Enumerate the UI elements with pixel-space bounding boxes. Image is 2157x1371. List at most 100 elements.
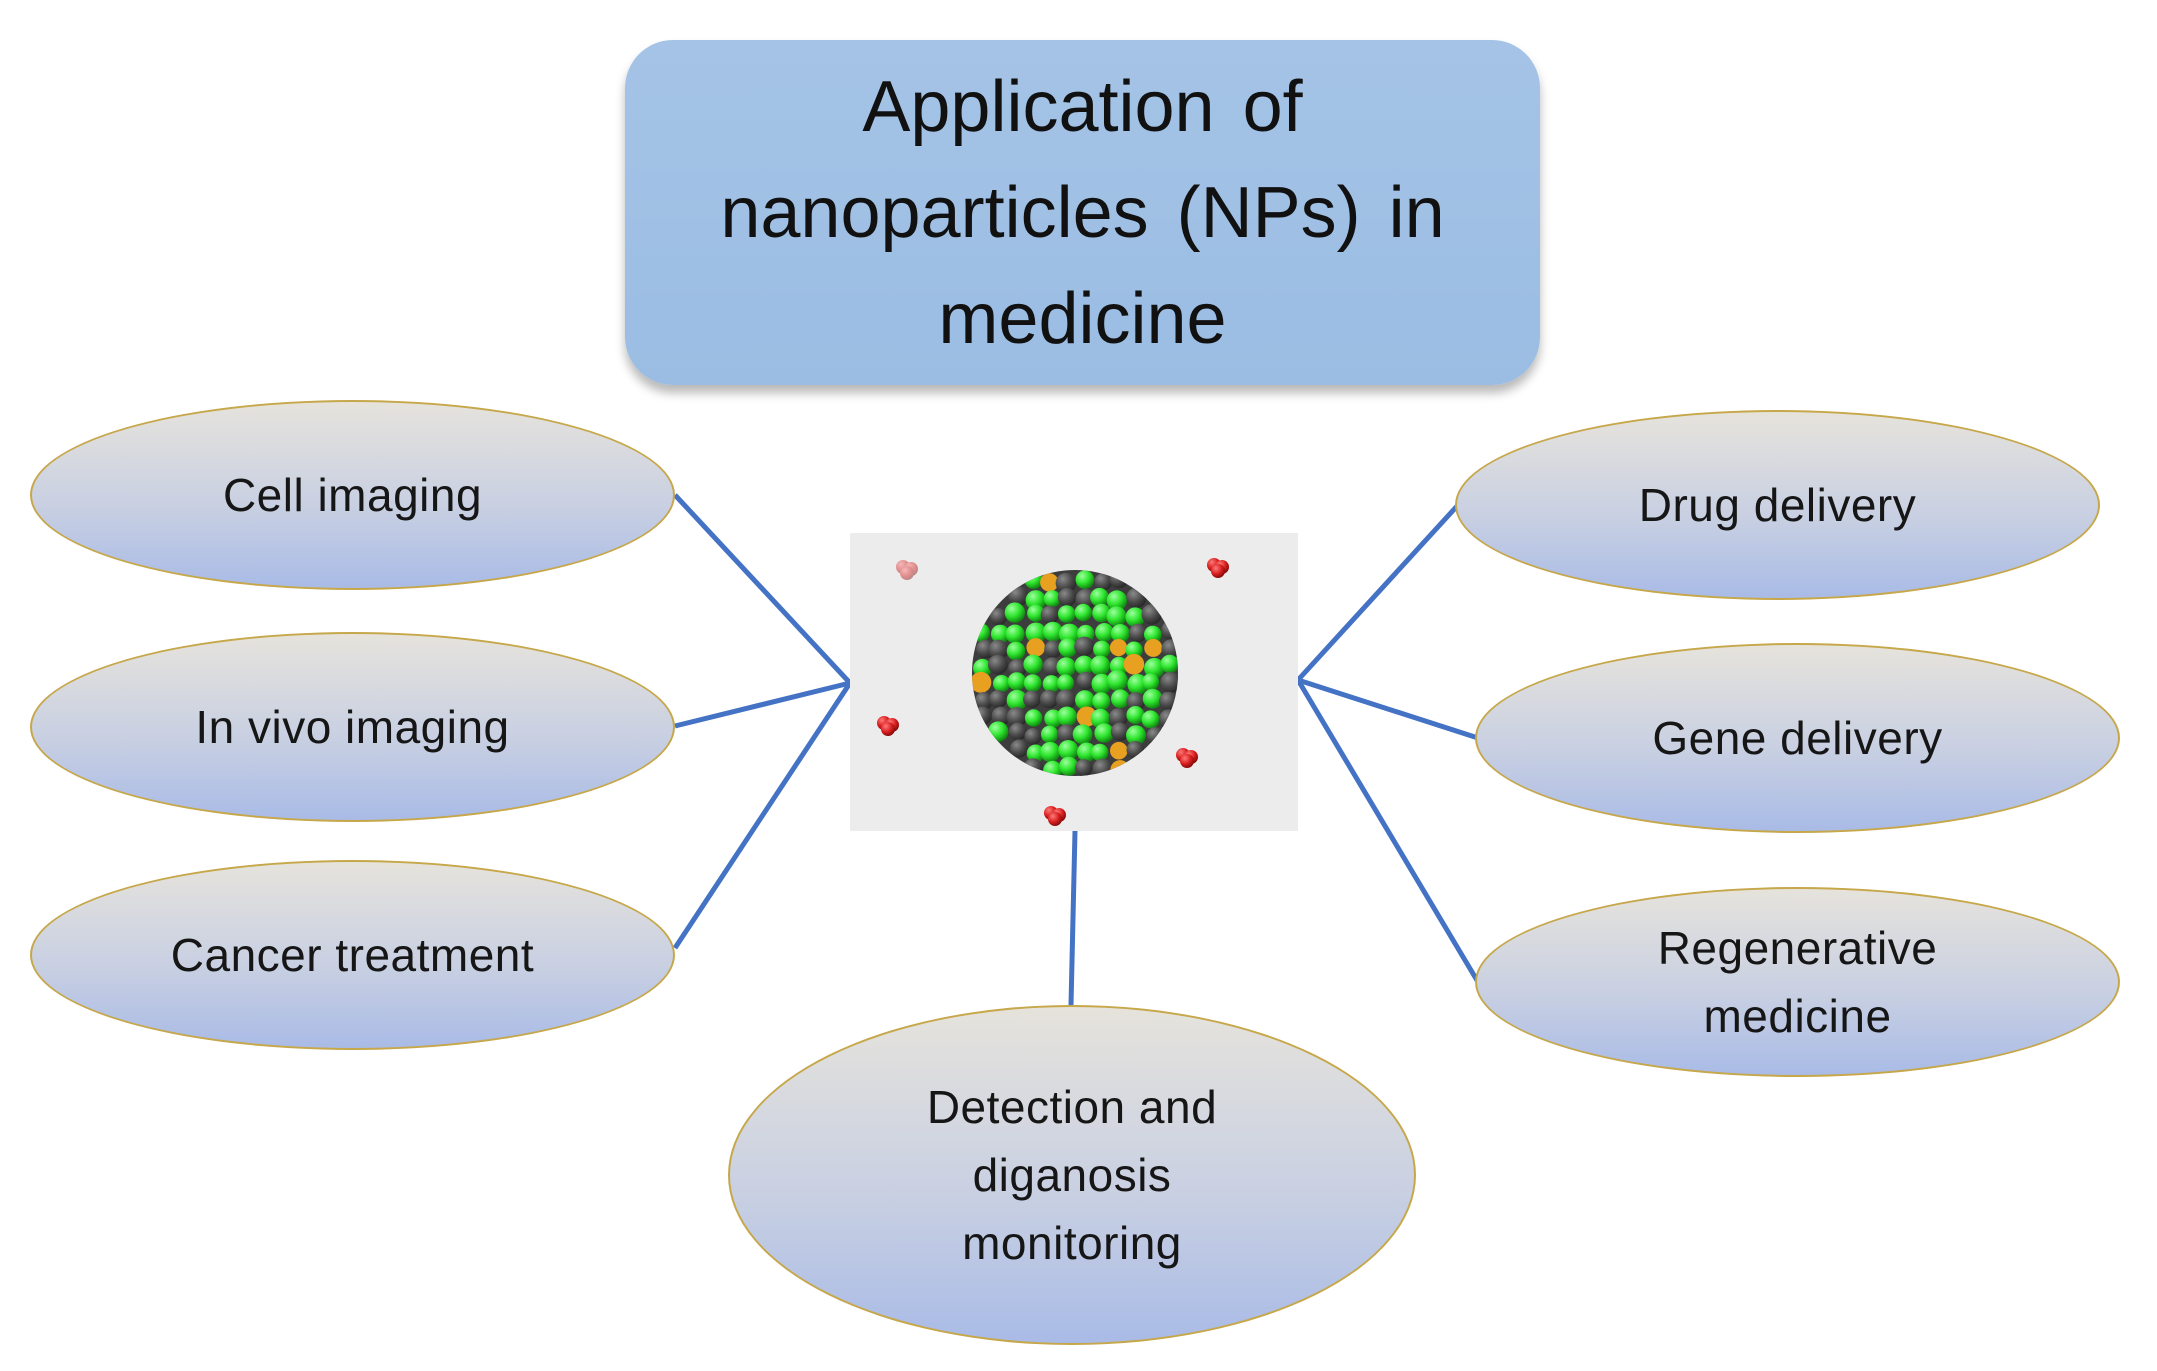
particle-atom xyxy=(1106,670,1128,691)
particle-atom xyxy=(1091,743,1109,762)
particle-atom xyxy=(1024,709,1043,727)
connector-in-vivo-imaging xyxy=(674,680,851,729)
particle-atom xyxy=(1106,606,1127,627)
particle-atom xyxy=(1074,636,1095,657)
particle-atom xyxy=(1023,758,1043,776)
particle-atom xyxy=(1023,690,1041,709)
particle-atom xyxy=(972,623,990,642)
particle-atom xyxy=(1043,760,1063,776)
particle-atom xyxy=(993,675,1011,693)
particle-atom xyxy=(1110,760,1130,776)
particle-atom xyxy=(1057,724,1077,744)
particle-atom xyxy=(1109,639,1128,657)
particle-atom xyxy=(1126,587,1147,608)
particle-atom xyxy=(1040,573,1059,592)
node-detection-diagnosis: Detection and diganosis monitoring xyxy=(728,1005,1416,1345)
particle-atom xyxy=(1007,672,1026,691)
node-label: In vivo imaging xyxy=(195,701,510,753)
molecule-icon xyxy=(877,716,899,736)
particle-atom xyxy=(1108,708,1128,728)
node-label: Detection and diganosis monitoring xyxy=(926,1081,1218,1269)
particle-atom xyxy=(1090,655,1111,676)
particle-atom xyxy=(972,671,992,693)
particle-atom xyxy=(990,608,1008,626)
particle-atom xyxy=(1025,590,1046,611)
particle-atom xyxy=(1095,623,1114,642)
node-drug-delivery: Drug delivery xyxy=(1455,410,2100,600)
particle-atom xyxy=(1144,625,1162,644)
connector-drug-delivery xyxy=(1296,503,1460,682)
particle-atom xyxy=(1072,724,1093,745)
particle-atom xyxy=(1141,710,1160,729)
particle-atom xyxy=(1076,671,1095,691)
particle-atom xyxy=(1040,725,1059,743)
particle-atom xyxy=(1057,588,1077,607)
particle-atom xyxy=(973,706,992,726)
particle-atom xyxy=(1160,672,1178,693)
particle-atom xyxy=(1111,689,1130,709)
particle-atom xyxy=(1090,587,1109,607)
particle-atom xyxy=(1109,570,1129,589)
particle-atom xyxy=(1146,727,1165,745)
particle-atom xyxy=(1094,723,1114,743)
node-label: Drug delivery xyxy=(1638,479,1917,531)
particle-atom xyxy=(1092,758,1113,776)
particle-atom xyxy=(1042,657,1063,677)
particle-atom xyxy=(1057,605,1076,623)
particle-atom xyxy=(1106,590,1128,611)
node-label: Cell imaging xyxy=(222,469,483,521)
particle-atom xyxy=(1006,641,1026,661)
particle-atom xyxy=(1026,638,1045,657)
connector-cancer-treatment xyxy=(672,681,853,950)
particle-atom xyxy=(1026,744,1045,763)
node-gene-delivery: Gene delivery xyxy=(1475,643,2120,833)
connector-detection xyxy=(1068,830,1078,1006)
particle-atom xyxy=(1126,692,1146,712)
particle-atom xyxy=(990,624,1010,644)
particle-atom xyxy=(1055,572,1077,594)
particle-atom xyxy=(1006,689,1028,711)
particle-atom xyxy=(1123,653,1145,675)
particle-atom xyxy=(1040,605,1060,625)
particle-atom xyxy=(1005,624,1025,644)
particle-atom xyxy=(1074,655,1094,675)
particle-atom xyxy=(991,706,1011,726)
particle-atom xyxy=(1055,689,1077,710)
particle-atom xyxy=(989,690,1008,709)
particle-atom xyxy=(1023,674,1042,692)
particle-atom xyxy=(1023,654,1043,674)
particle-atom xyxy=(988,639,1009,660)
particle-atom xyxy=(1161,620,1178,640)
molecule-icon xyxy=(1044,806,1066,826)
nanoparticle-illustration-icon xyxy=(877,558,1229,826)
particle-atom xyxy=(1058,638,1078,658)
particle-atom xyxy=(1094,572,1113,591)
particle-atom xyxy=(1158,709,1178,730)
particle-atom xyxy=(1125,607,1145,627)
particle-atom xyxy=(1008,722,1027,741)
particle-atom xyxy=(1092,603,1111,623)
molecule-icon xyxy=(1176,748,1198,768)
particle-atom xyxy=(1008,586,1029,607)
particle-atom xyxy=(1144,638,1163,657)
particle-atom xyxy=(1126,741,1145,759)
molecule-icon xyxy=(1207,558,1229,578)
node-cell-imaging: Cell imaging xyxy=(30,400,675,590)
particle-atom xyxy=(1040,689,1059,709)
node-in-vivo-imaging: In vivo imaging xyxy=(30,632,675,822)
particle-atom xyxy=(1075,690,1095,710)
particle-atom xyxy=(1128,623,1148,643)
particle-atom xyxy=(1042,675,1061,693)
particle-atom xyxy=(1110,722,1130,741)
particle-atom xyxy=(1024,728,1042,745)
particle-atom xyxy=(1004,602,1026,623)
particle-atom xyxy=(1025,622,1047,644)
particle-atom xyxy=(1160,654,1178,674)
particle-atom xyxy=(1093,640,1111,658)
molecule-icon xyxy=(896,560,918,580)
particle-atom xyxy=(1126,706,1145,724)
node-cancer-treatment: Cancer treatment xyxy=(30,860,675,1050)
particle-atom xyxy=(1077,742,1097,762)
particle-atom xyxy=(1024,570,1043,589)
